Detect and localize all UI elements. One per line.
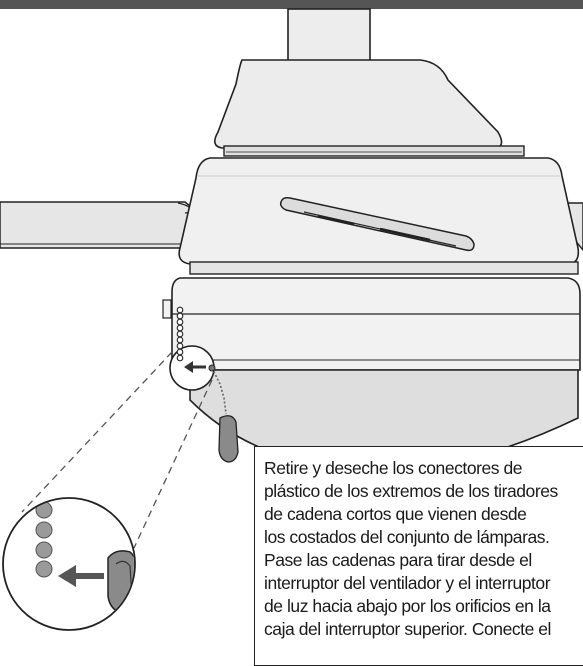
instruction-line: de luz hacia abajo por los orificios en …	[264, 596, 551, 616]
pull-chain-icon	[176, 306, 184, 362]
top-band	[0, 0, 583, 9]
canopy-ring	[223, 145, 525, 157]
downrod	[287, 8, 371, 65]
motor-canopy	[214, 59, 503, 149]
zoom-lines	[21, 351, 213, 549]
motor-base-ring	[189, 261, 579, 275]
instruction-line: Pase las cadenas para tirar desde el	[264, 550, 532, 570]
instruction-line: de cadena cortos que vienen desde	[264, 504, 527, 524]
motor-housing	[178, 157, 580, 265]
instruction-line: caja del interruptor superior. Conecte e…	[264, 619, 551, 639]
arrow-left-icon	[184, 361, 206, 373]
instruction-line: plástico de los extremos de los tiradore…	[264, 481, 558, 501]
instruction-line: los costados del conjunto de lámparas.	[264, 527, 550, 547]
switch-housing	[171, 277, 581, 371]
instruction-line: Retire y deseche los conectores de	[264, 458, 523, 478]
blade-arm	[279, 197, 475, 252]
zoom-arrow	[58, 565, 104, 587]
instruction-line: interruptor del ventilador y el interrup…	[264, 573, 551, 593]
zoom-chain	[35, 501, 53, 578]
instruction-box: Retire y deseche los conectores de plást…	[254, 446, 583, 666]
pull-chain-right	[208, 364, 239, 463]
